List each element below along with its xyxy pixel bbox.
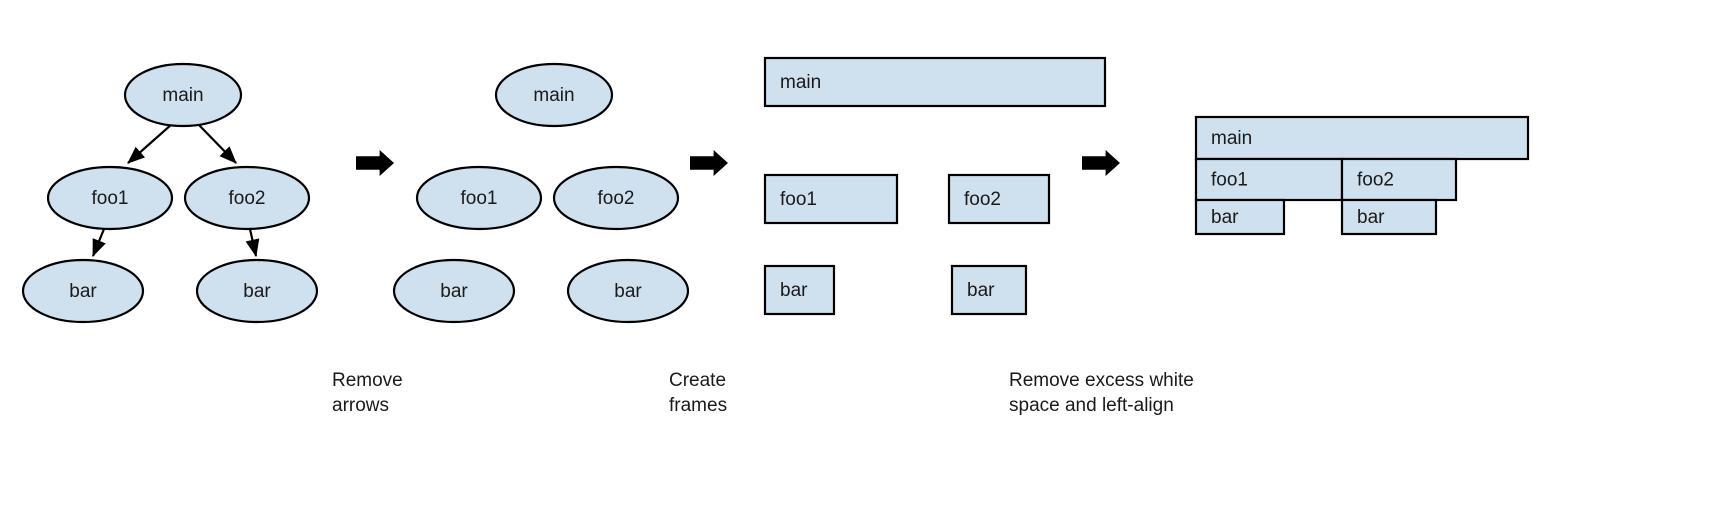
node-ellipse-foo1[interactable] <box>415 165 543 231</box>
node-ellipse-main[interactable] <box>494 62 614 128</box>
node-label-bar1: bar <box>1211 207 1239 228</box>
panel-call-tree: main foo1 foo2 bar bar <box>21 62 319 324</box>
edge-main-to-foo2 <box>197 123 237 164</box>
node-label-foo1: foo1 <box>92 188 129 209</box>
node-label-main: main <box>780 72 821 93</box>
caption-create-frames-line-2: frames <box>669 395 727 416</box>
node-ellipse-foo2[interactable] <box>552 165 680 231</box>
node-rect-bar2[interactable] <box>1340 198 1438 236</box>
caption-create-frames-line-1: Create <box>669 370 726 391</box>
step-arrows-group <box>356 150 1120 176</box>
node-rect-bar1[interactable] <box>1194 198 1286 236</box>
node-label-foo1: foo1 <box>780 189 817 210</box>
node-label-bar1: bar <box>440 281 468 302</box>
step-arrow-3 <box>1082 150 1120 176</box>
node-label-bar2: bar <box>1357 207 1385 228</box>
node-label-main: main <box>1211 128 1252 149</box>
edge-foo1-to-bar1 <box>91 228 106 258</box>
step-arrow-2 <box>690 150 728 176</box>
node-label-bar1: bar <box>780 280 808 301</box>
node-label-foo1: foo1 <box>461 188 498 209</box>
node-label-foo2: foo2 <box>229 188 266 209</box>
node-rect-main[interactable] <box>763 56 1107 108</box>
panel-frames: main foo1 foo2 bar bar <box>763 56 1107 316</box>
node-label-bar2: bar <box>967 280 995 301</box>
node-ellipse-foo1[interactable] <box>46 165 174 231</box>
node-ellipse-bar1[interactable] <box>392 258 516 324</box>
node-ellipse-bar2[interactable] <box>195 258 319 324</box>
node-rect-foo1[interactable] <box>763 173 899 225</box>
caption-remove-whitespace-line-1: Remove excess white <box>1009 370 1194 391</box>
node-rect-bar2[interactable] <box>950 264 1028 316</box>
node-label-bar1: bar <box>69 281 97 302</box>
caption-remove-arrows-line-1: Remove <box>332 370 403 391</box>
caption-remove-arrows-line-2: arrows <box>332 395 389 416</box>
node-label-bar2: bar <box>614 281 642 302</box>
caption-remove-whitespace-line-2: space and left-align <box>1009 395 1174 416</box>
node-label-main: main <box>533 85 574 106</box>
node-label-main: main <box>162 85 203 106</box>
node-rect-bar1[interactable] <box>763 264 836 316</box>
node-rect-main[interactable] <box>1194 115 1530 161</box>
node-rect-foo2[interactable] <box>1340 157 1458 202</box>
node-label-foo2: foo2 <box>964 189 1001 210</box>
node-label-foo2: foo2 <box>598 188 635 209</box>
edge-main-to-foo1 <box>127 123 173 164</box>
captions-group: Remove arrows Create frames Remove excess wh… <box>332 370 1194 416</box>
node-ellipse-main[interactable] <box>123 62 243 128</box>
node-ellipse-bar2[interactable] <box>566 258 690 324</box>
panel-flame-graph: main foo1 foo2 bar bar <box>1194 115 1530 236</box>
node-label-bar2: bar <box>243 281 271 302</box>
node-label-foo1: foo1 <box>1211 170 1248 191</box>
panel-no-arrows: main foo1 foo2 bar bar <box>392 62 690 324</box>
node-rect-foo2[interactable] <box>947 173 1051 225</box>
node-label-foo2: foo2 <box>1357 170 1394 191</box>
node-ellipse-bar1[interactable] <box>21 258 145 324</box>
node-ellipse-foo2[interactable] <box>183 165 311 231</box>
edge-foo2-to-bar2 <box>245 228 260 258</box>
step-arrow-1 <box>356 150 394 176</box>
